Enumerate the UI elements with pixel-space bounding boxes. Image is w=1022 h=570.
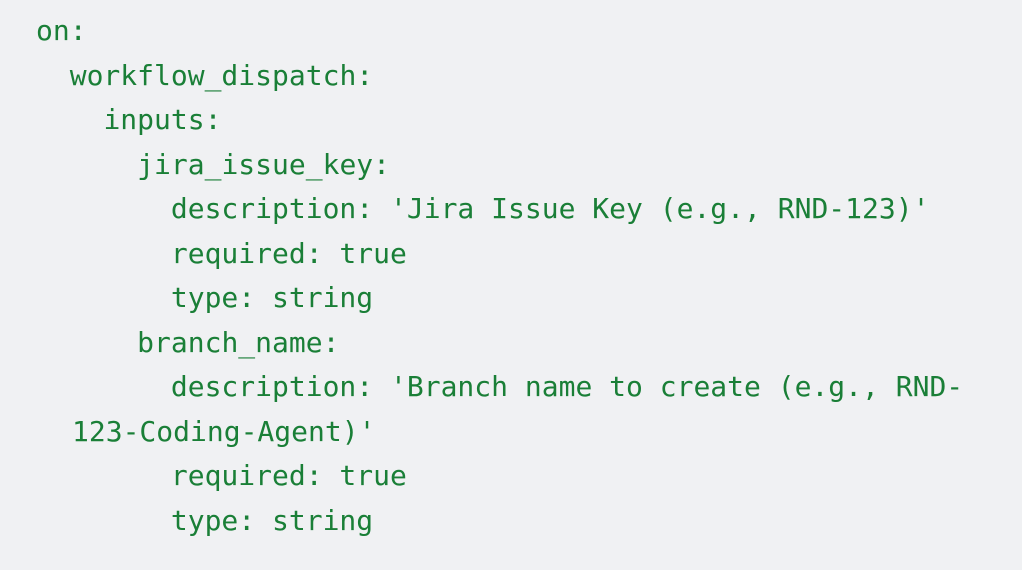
code-line: on: [36, 14, 87, 47]
code-line: jira_issue_key: [36, 147, 391, 181]
code-line: workflow_dispatch: [36, 58, 374, 92]
code-line: inputs: [36, 103, 222, 136]
code-line: description: 'Branch name to create (e.g… [36, 370, 964, 448]
code-line: branch_name: [36, 325, 340, 359]
code-line: type: string [36, 281, 374, 314]
code-line: type: string [36, 503, 374, 537]
code-line: required: true [36, 459, 407, 492]
code-line: required: true [36, 236, 407, 270]
code-line: description: 'Jira Issue Key (e.g., RND-… [36, 192, 930, 225]
